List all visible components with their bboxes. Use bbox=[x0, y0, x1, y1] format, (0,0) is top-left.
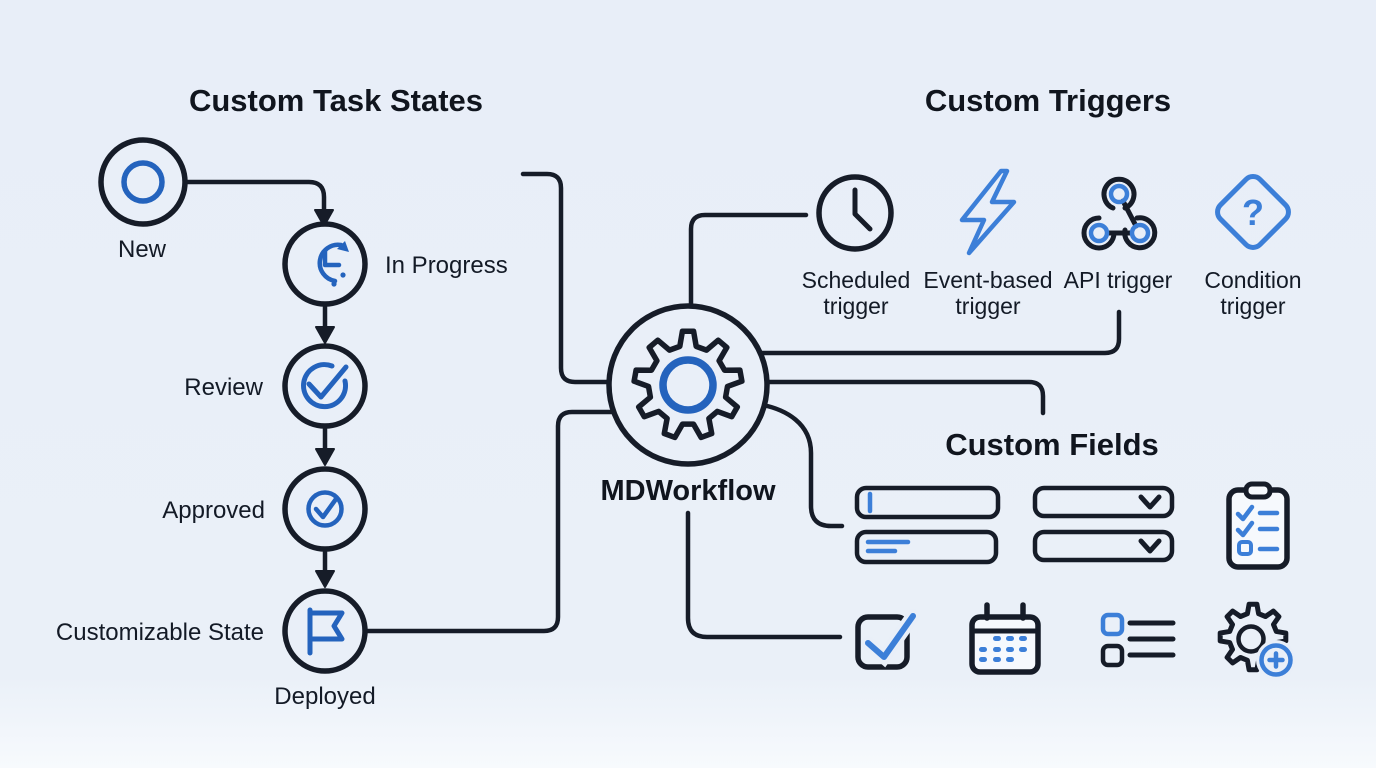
fields-title: Custom Fields bbox=[945, 427, 1159, 462]
connector-hub-to-field-inputs bbox=[755, 401, 845, 529]
state-circle bbox=[282, 588, 368, 674]
state-node-new: New bbox=[98, 137, 188, 263]
connector-top-stub-to-hub bbox=[520, 171, 611, 385]
state-label: Review bbox=[184, 374, 263, 401]
triggers-title: Custom Triggers bbox=[925, 83, 1171, 118]
gear-center bbox=[659, 356, 717, 414]
connector-deployed-to-hub bbox=[362, 409, 614, 634]
arrowhead bbox=[315, 448, 335, 466]
checklist-clipboard-icon bbox=[1226, 481, 1290, 570]
state-label: Approved bbox=[162, 497, 265, 524]
connector-hub-to-scheduled-trigger bbox=[688, 212, 809, 308]
question-glyph: ? bbox=[1242, 192, 1264, 233]
hub-label: MDWorkflow bbox=[600, 475, 776, 507]
connectors bbox=[182, 171, 1122, 640]
state-label: In Progress bbox=[385, 252, 508, 279]
select-dropdown-icon bbox=[1032, 529, 1175, 563]
plus-icon bbox=[1267, 651, 1285, 669]
state-node-review: Review bbox=[184, 343, 368, 429]
state-label: Deployed bbox=[274, 683, 375, 710]
chevron-down-icon bbox=[1138, 494, 1162, 510]
check-circle-icon bbox=[306, 490, 344, 528]
connector-hub-to-field-icons bbox=[685, 510, 843, 640]
trigger-scheduled: Scheduled trigger bbox=[802, 174, 911, 319]
select-dropdown-icon bbox=[1032, 485, 1175, 519]
connector-hub-to-api-trigger bbox=[759, 309, 1122, 356]
trigger-label: trigger bbox=[823, 293, 889, 319]
arrowhead bbox=[315, 326, 335, 344]
trigger-label: Condition bbox=[1204, 267, 1301, 293]
text-lines-input-icon bbox=[854, 529, 999, 565]
text-input-icon bbox=[854, 485, 1001, 520]
trigger-label: API trigger bbox=[1064, 267, 1173, 293]
state-side-label: Customizable State bbox=[56, 619, 264, 646]
trigger-api: API trigger bbox=[1064, 176, 1173, 293]
state-label: New bbox=[118, 236, 167, 263]
arrowhead bbox=[315, 570, 335, 588]
trigger-label: trigger bbox=[1220, 293, 1286, 319]
circle-icon bbox=[121, 160, 165, 204]
chevron-down-icon bbox=[1138, 538, 1162, 554]
state-circle bbox=[98, 137, 188, 227]
trigger-label: trigger bbox=[955, 293, 1021, 319]
trigger-condition: ? Condition trigger bbox=[1204, 174, 1302, 319]
gear-add-icon bbox=[1217, 601, 1296, 680]
diamond-question-icon: ? bbox=[1215, 174, 1291, 250]
trigger-event-based: Event-based trigger bbox=[923, 168, 1053, 319]
calendar-dots bbox=[979, 636, 1027, 662]
clock-refresh-icon bbox=[317, 241, 349, 287]
checkbox-icon bbox=[855, 609, 920, 670]
hub-node: MDWorkflow bbox=[600, 303, 776, 507]
state-circle bbox=[282, 343, 368, 429]
lightning-icon bbox=[959, 168, 1017, 256]
state-node-in-progress: In Progress bbox=[282, 221, 508, 307]
task-states-title: Custom Task States bbox=[189, 83, 483, 118]
trigger-label: Event-based bbox=[923, 267, 1052, 293]
state-circle bbox=[282, 466, 368, 552]
gear-icon bbox=[631, 328, 745, 441]
trigger-label: Scheduled bbox=[802, 267, 911, 293]
flag-icon bbox=[307, 607, 345, 656]
state-node-deployed: Customizable State Deployed bbox=[56, 588, 376, 710]
arrowhead bbox=[314, 209, 334, 227]
connector-hub-to-custom-fields bbox=[764, 379, 1046, 416]
calendar-icon bbox=[969, 602, 1041, 675]
check-circle-open-icon bbox=[301, 362, 349, 410]
clock-icon bbox=[816, 174, 894, 252]
list-icon bbox=[1100, 612, 1176, 668]
state-node-approved: Approved bbox=[162, 466, 368, 552]
webhook-icon bbox=[1081, 176, 1158, 251]
connector-new-to-inprogress bbox=[182, 179, 327, 215]
